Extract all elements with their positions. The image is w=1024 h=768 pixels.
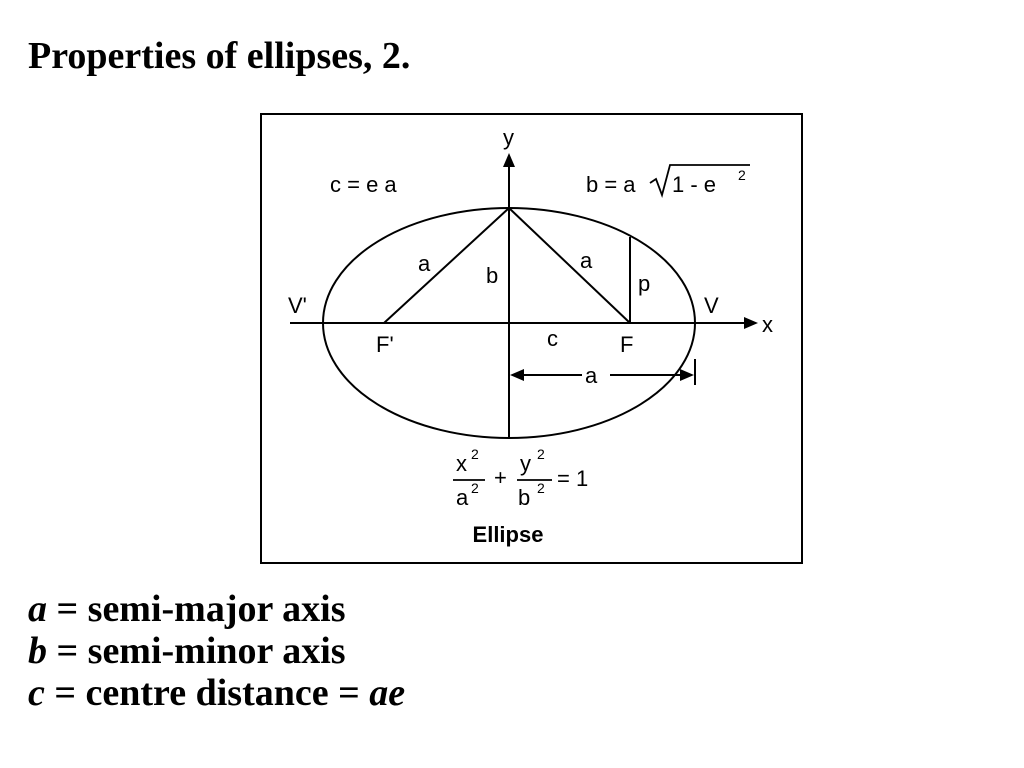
definition-c-text: = centre distance = [44,672,370,714]
formula-b-exponent: 2 [738,167,746,183]
formula-b: b = a 1 - e 2 [586,164,750,198]
eq-x-exponent: 2 [471,446,479,462]
definition-b-symbol: b [28,630,47,672]
figure-frame [260,113,803,564]
measure-a-arrow-right [680,369,694,381]
definition-b: b = semi-minor axis [28,630,405,672]
eq-y-numerator: y [520,451,531,476]
formula-c: c = e a [330,172,397,197]
definitions-list: a = semi-major axis b = semi-minor axis … [28,588,405,714]
eq-b-exponent: 2 [537,480,545,496]
sqrt-sign [649,164,750,198]
label-b: b [486,263,498,288]
formula-b-prefix: b = a [586,172,636,197]
ellipse-figure: y x c = e a b = a 1 - e 2 a a b p c V' V… [260,113,803,564]
measure-a-arrow-left [510,369,524,381]
eq-rhs: = 1 [557,466,588,491]
measure-a-gap [582,363,610,385]
label-measure-a: a [585,363,598,388]
definition-b-text: = semi-minor axis [47,630,346,672]
x-axis-label: x [762,312,773,337]
figure-caption: Ellipse [473,522,544,547]
slide-title: Properties of ellipses, 2. [28,35,411,77]
eq-a-exponent: 2 [471,480,479,496]
eq-plus: + [494,465,507,490]
segment-a-right [508,207,631,324]
eq-y-exponent: 2 [537,446,545,462]
formula-b-radicand: 1 - e [672,172,716,197]
definition-a-symbol: a [28,588,47,630]
label-p: p [638,271,650,296]
eq-x-numerator: x [456,451,467,476]
eq-a-denominator: a [456,485,469,510]
label-focus-left: F' [376,332,394,357]
label-vertex-left: V' [288,293,307,318]
definition-c-value: ae [369,672,406,714]
y-axis-arrowhead [503,153,515,167]
y-axis-label: y [503,125,514,150]
definition-c-symbol: c [28,672,45,714]
label-c: c [547,326,558,351]
definition-c: c = centre distance = ae [28,672,405,714]
segment-a-left [383,207,510,324]
label-a-right: a [580,248,593,273]
label-a-left: a [418,251,431,276]
definition-a: a = semi-major axis [28,588,405,630]
ellipse-diagram-svg: y x c = e a b = a 1 - e 2 a a b p c V' V… [260,113,803,564]
x-axis-arrowhead [744,317,758,329]
definition-a-text: = semi-major axis [47,588,346,630]
eq-b-denominator: b [518,485,530,510]
ellipse-equation: x 2 a 2 + y 2 b 2 = 1 [453,446,588,510]
label-vertex-right: V [704,293,719,318]
label-focus-right: F [620,332,633,357]
